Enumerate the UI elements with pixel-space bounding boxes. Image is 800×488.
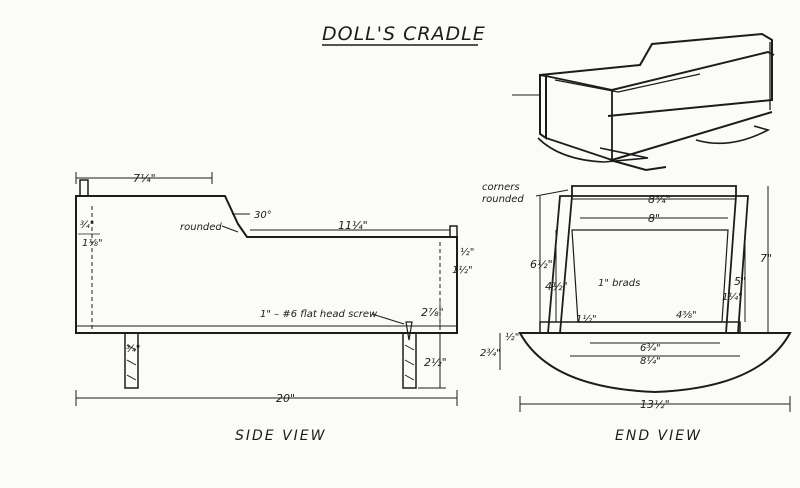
- dim-length: 20": [276, 392, 295, 405]
- side-view-label: SIDE VIEW: [235, 428, 327, 444]
- brads-note: 1" brads: [598, 278, 640, 289]
- dim-leg-width: ¾": [126, 344, 140, 355]
- dim-top-outer: 8¾": [648, 193, 671, 206]
- dim-top-left: 7¼": [133, 172, 156, 185]
- dim-rocker-width: 13½": [640, 398, 670, 411]
- dim-small-b: 1⅛": [82, 238, 103, 249]
- corner-post: [449, 225, 458, 238]
- bottom-board: [539, 321, 741, 334]
- dim-side-outer: 6½": [530, 258, 553, 271]
- dim-bottom-b: 4⅜": [676, 310, 697, 321]
- dim-top-right: 11¼": [338, 219, 368, 232]
- drawing-title: DOLL'S CRADLE: [322, 23, 486, 45]
- corners-note-2: rounded: [482, 194, 524, 205]
- end-panel: [571, 229, 729, 323]
- dim-right-small: ½": [460, 246, 474, 258]
- screw-note: 1" – #6 flat head screw: [260, 309, 378, 320]
- corners-note-1: corners: [482, 182, 520, 193]
- dim-rocker-small: ½": [505, 331, 519, 343]
- screw: [405, 321, 413, 341]
- dim-height: 7": [760, 252, 772, 265]
- dim-bottom-a: 1½": [576, 313, 597, 325]
- dim-small-a: ¾": [80, 220, 94, 231]
- rounded-label: rounded: [180, 222, 222, 233]
- dim-inner-height: 5": [734, 275, 746, 288]
- dim-side-inner: 4½": [545, 280, 568, 293]
- dim-leg-height: 2½": [424, 356, 447, 369]
- rocker: [518, 332, 792, 394]
- corner-post: [79, 179, 89, 197]
- dim-top-inner: 8": [648, 212, 660, 225]
- leg: [124, 332, 139, 389]
- isometric-view: [512, 32, 775, 172]
- dim-bottom-c: 6¾": [640, 343, 661, 354]
- side-panel: [75, 195, 458, 334]
- dim-screw-height: 2⅞": [421, 306, 444, 319]
- dim-rocker-height: 2¾": [480, 348, 501, 359]
- dim-right-tall: 1½": [452, 264, 473, 276]
- dim-inner-small: 1¼": [722, 291, 743, 303]
- end-view: corners rounded 8¾" 8" 6½" 4½" 1" brads …: [480, 182, 792, 412]
- end-view-label: END VIEW: [615, 428, 702, 444]
- leg: [402, 332, 417, 389]
- angle-label: 30°: [254, 210, 272, 221]
- dim-bottom-d: 8¼": [640, 355, 661, 367]
- side-view: 7¼" 30° rounded 11¼" ¾" 1⅛" ½" 1½" 1" – …: [75, 172, 474, 406]
